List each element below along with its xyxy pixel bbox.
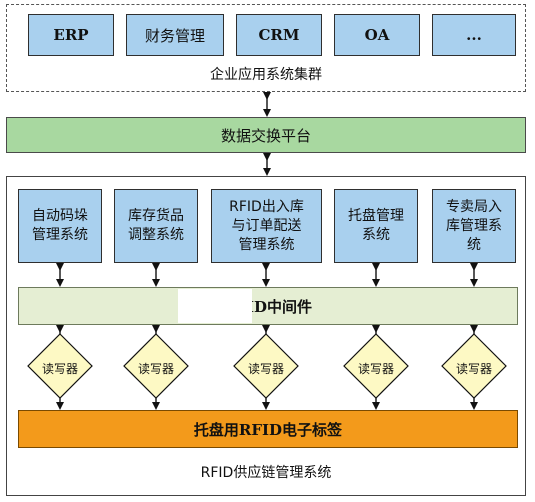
reader-diamond-1 — [27, 333, 93, 399]
subsystem-tobacco-bureau-warehousing: 专卖局入 库管理系 统 — [432, 189, 516, 263]
enterprise-cluster-label: 企业应用系统集群 — [210, 67, 322, 83]
reader-diamond-5 — [441, 333, 507, 399]
rfid-pallet-tags: 托盘用RFID电子标签 — [18, 410, 518, 448]
reader-diamond-4 — [343, 333, 409, 399]
app-box-more: ... — [432, 14, 516, 56]
subsystem-pallet-management: 托盘管理 系统 — [334, 189, 418, 263]
data-exchange-platform: 数据交换平台 — [6, 117, 526, 153]
reader-label-5: 读写器 — [455, 362, 492, 376]
app-box-finance: 财务管理 — [126, 14, 224, 56]
reader-diamond-2 — [123, 333, 189, 399]
reader-label-3: 读写器 — [247, 362, 284, 376]
subsystem-rfid-inout-order: RFID出入库 与订单配送 管理系统 — [211, 189, 322, 263]
app-box-crm: CRM — [236, 14, 322, 56]
subsystem-auto-palletizing: 自动码垛 管理系统 — [18, 189, 102, 263]
reader-label-4: 读写器 — [357, 362, 394, 376]
middleware-mask — [178, 289, 252, 323]
subsystem-inventory-adjust: 库存货品 调整系统 — [114, 189, 198, 263]
rfid-system-label: RFID供应链管理系统 — [200, 465, 332, 481]
reader-label-2: 读写器 — [137, 362, 174, 376]
reader-label-1: 读写器 — [41, 362, 78, 376]
app-box-oa: OA — [334, 14, 420, 56]
app-box-erp: ERP — [28, 14, 114, 56]
reader-diamond-3 — [233, 333, 299, 399]
